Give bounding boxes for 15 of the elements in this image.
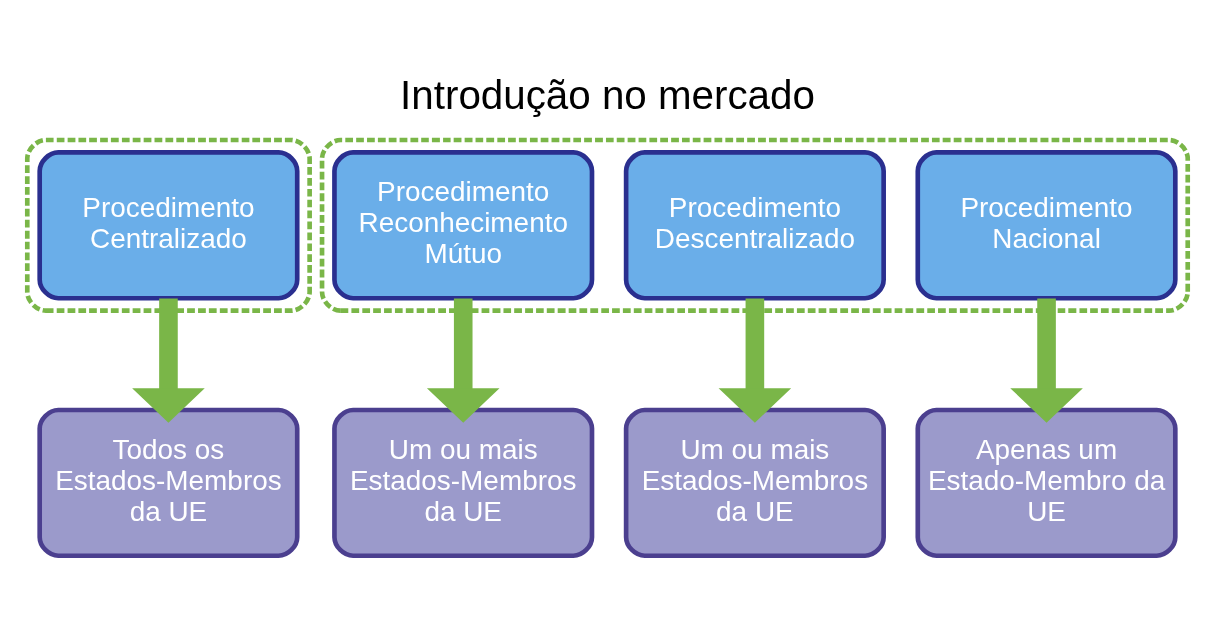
node-box: Procedimento Reconhecimento Mútuo — [332, 149, 595, 301]
arrow — [1010, 297, 1083, 423]
cluster — [24, 137, 312, 313]
arrow — [132, 297, 205, 423]
node-box: Apenas um Estado-Membro da UE — [915, 407, 1178, 558]
node-box: Procedimento Centralizado — [37, 149, 300, 301]
cluster — [319, 137, 1191, 313]
node-box: Todos os Estados-Membros da UE — [37, 407, 300, 558]
diagram-title: Introdução no mercado — [400, 71, 815, 118]
node-box: Um ou mais Estados-Membros da UE — [623, 407, 886, 558]
arrow — [426, 297, 500, 423]
node-box: Procedimento Descentralizado — [623, 149, 886, 301]
node-box: Um ou mais Estados-Membros da UE — [332, 407, 595, 558]
node-box: Procedimento Nacional — [915, 149, 1178, 301]
arrow — [718, 297, 792, 423]
